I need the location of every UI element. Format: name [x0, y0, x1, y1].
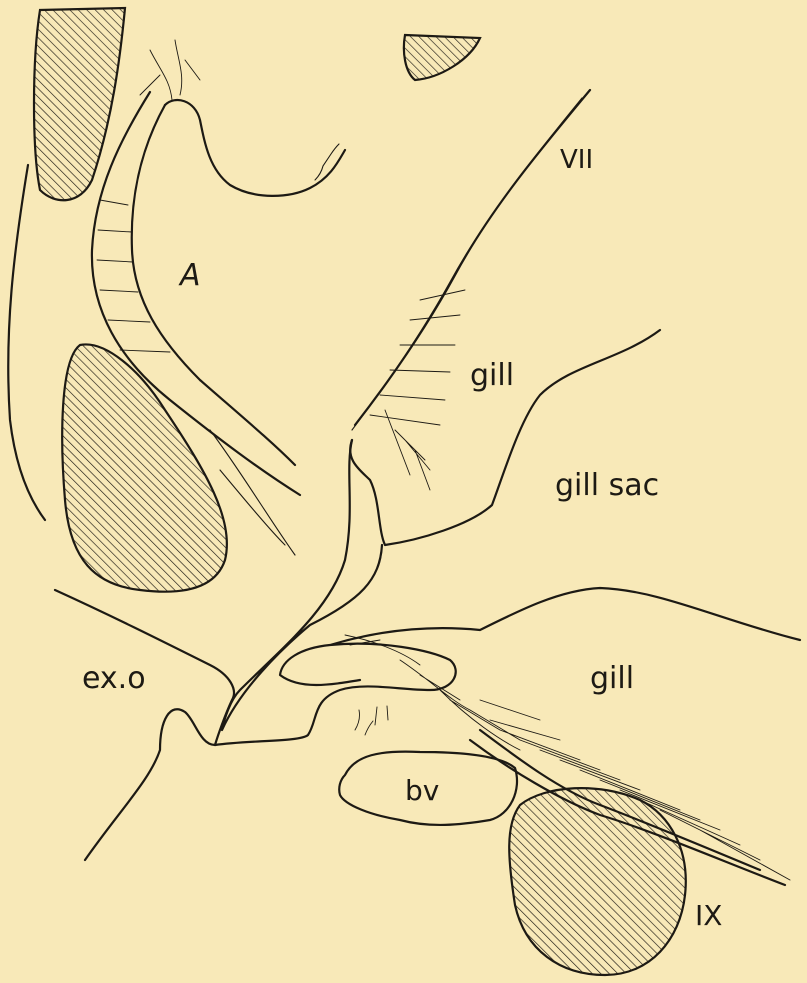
nerve-vii-strand-inner [352, 98, 582, 430]
chamber-a-outline [165, 100, 345, 196]
spine-marks [355, 706, 388, 735]
label-vii: VII [560, 145, 593, 175]
label-gill-upper: gill [470, 358, 514, 393]
cartilage-bottom-right [509, 788, 686, 975]
nerve-vii-fibres [370, 290, 465, 490]
label-gill-lower: gill [590, 661, 634, 696]
label-gill-sac: gill sac [555, 468, 659, 503]
label-a: A [178, 258, 201, 293]
label-ix: IX [695, 899, 722, 932]
body-margin-line [8, 165, 45, 520]
lower-gill-outline [215, 588, 800, 745]
cartilage-top-center [404, 35, 480, 80]
label-bv: bv [405, 774, 439, 807]
label-ex-o: ex.o [82, 661, 146, 696]
cartilage-top-left [34, 8, 125, 200]
exo-cavity-outline [55, 590, 234, 860]
